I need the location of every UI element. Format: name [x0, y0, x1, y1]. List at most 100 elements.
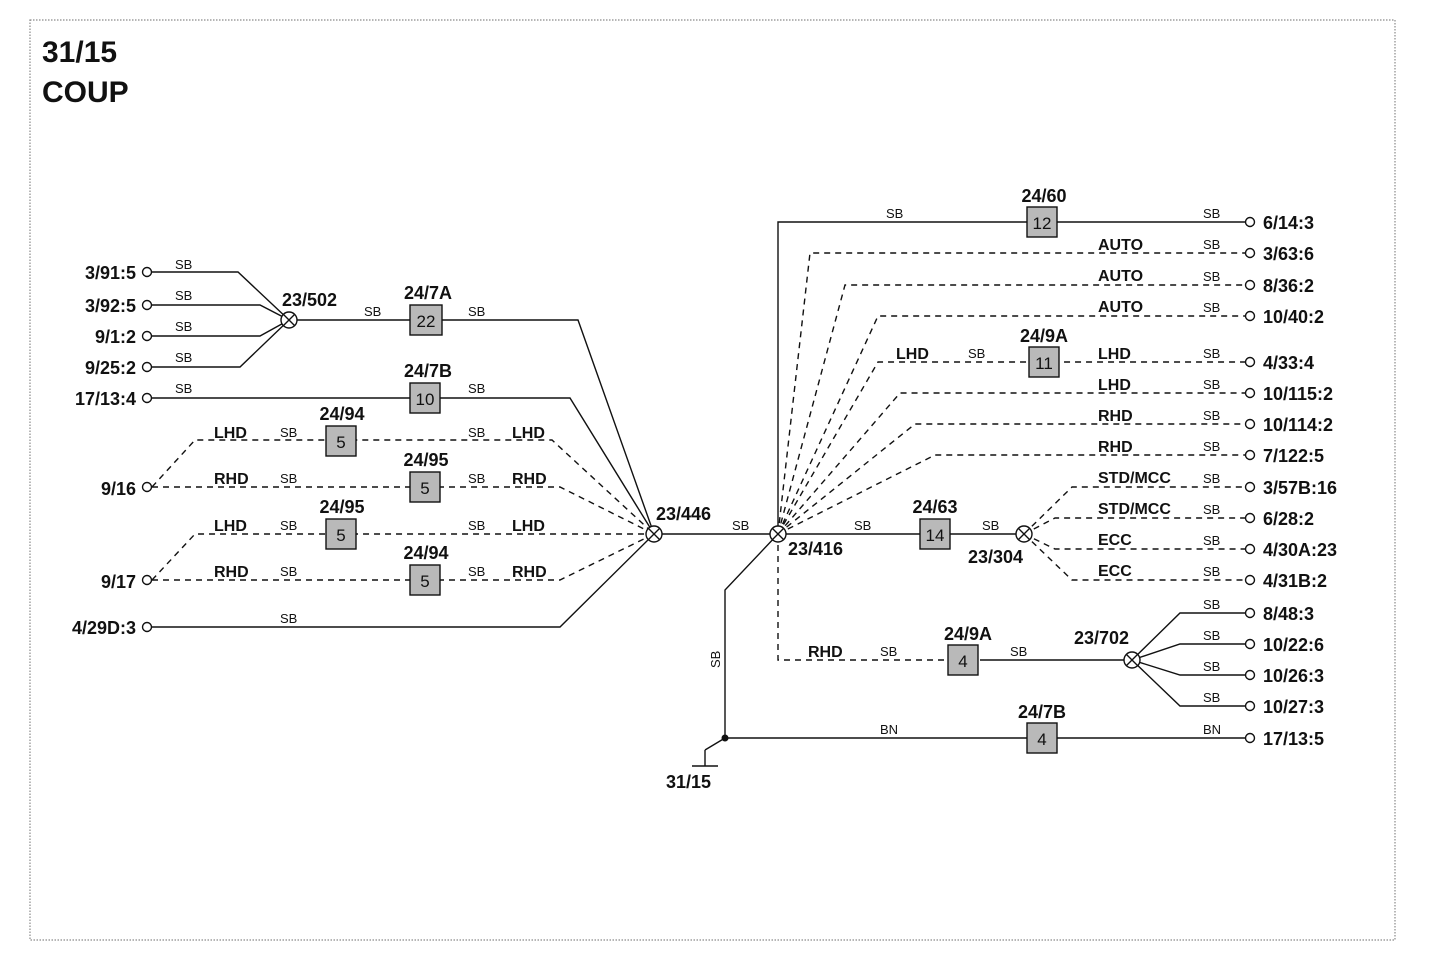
splice-23-416-label: 23/416	[788, 539, 843, 559]
wire-color-sb: SB	[468, 425, 485, 440]
wire-9-25-2	[152, 319, 290, 368]
wire-9-1-2	[152, 319, 290, 337]
wire-color-sb: SB	[1203, 346, 1220, 361]
terminal-6-28-2-label: 6/28:2	[1263, 509, 1314, 529]
splice-23-446: 23/446	[645, 504, 711, 543]
wire-color-bn: BN	[880, 722, 898, 737]
terminal-3-92-5-label: 3/92:5	[85, 296, 136, 316]
splice-23-446-label: 23/446	[656, 504, 711, 524]
wire-color-sb: SB	[175, 288, 192, 303]
tag-auto: AUTO	[1098, 237, 1143, 254]
fuse-24-94-rhd: 5 24/94	[403, 543, 449, 596]
tag-lhd: LHD	[214, 425, 247, 442]
wire-10-40-2	[777, 315, 1250, 535]
terminal-10-22-6-label: 10/22:6	[1263, 635, 1324, 655]
terminal-4-33-4-label: 4/33:4	[1263, 353, 1314, 373]
fuse-24-60: 12 24/60	[1021, 186, 1067, 238]
terminal-marker	[141, 330, 153, 342]
fuse-24-94-lhd-label: 24/94	[319, 404, 364, 424]
wire-color-sb: SB	[468, 518, 485, 533]
wire-10-115-2	[777, 392, 1250, 535]
wire-9-16-lhd	[151, 439, 655, 535]
wire-color-sb: SB	[468, 304, 485, 319]
tag-rhd: RHD	[512, 471, 547, 488]
wire-6-14-3	[777, 221, 1250, 534]
wire-8-36-2	[777, 284, 1250, 535]
wire-416-to-ground	[724, 533, 779, 738]
terminal-marker	[1244, 669, 1256, 681]
wire-9-16-rhd	[152, 486, 655, 535]
fuse-24-7b: 10 24/7B	[404, 361, 452, 414]
wire-color-sb: SB	[364, 304, 381, 319]
wire-color-sb: SB	[854, 518, 871, 533]
wire-color-sb: SB	[175, 350, 192, 365]
left-wires	[151, 271, 778, 628]
tag-rhd: RHD	[1098, 408, 1133, 425]
fuse-24-7b-label: 24/7B	[404, 361, 452, 381]
right-terminals: 6/14:3 3/63:6 8/36:2 10/40:2 4/33:4 10/1…	[1244, 213, 1337, 749]
wire-color-sb: SB	[1203, 597, 1220, 612]
fuse-24-7b-bn: 4 24/7B	[1018, 702, 1066, 754]
wire-color-sb: SB	[1203, 206, 1220, 221]
wire-color-sb: SB	[732, 518, 749, 533]
tag-lhd: LHD	[512, 518, 545, 535]
wire-4-31b-2	[1023, 533, 1250, 581]
terminal-marker	[1244, 216, 1256, 228]
tag-lhd: LHD	[1098, 377, 1131, 394]
terminal-marker	[141, 266, 153, 278]
fuse-24-60-rating: 12	[1033, 214, 1052, 233]
diagram-title-circuit: 31/15	[42, 36, 117, 69]
terminal-marker	[1244, 247, 1256, 259]
terminal-marker	[141, 481, 153, 493]
fuse-24-9a-lhd-label: 24/9A	[1020, 326, 1068, 346]
wire-502-to-446	[289, 319, 655, 535]
fuse-24-63-rating: 14	[926, 526, 945, 545]
wire-color-sb: SB	[175, 319, 192, 334]
wire-color-sb: SB	[1203, 408, 1220, 423]
wire-color-sb: SB	[175, 257, 192, 272]
terminal-marker	[1244, 310, 1256, 322]
fuse-24-9a-lhd-rating: 11	[1035, 354, 1053, 373]
right-wires	[692, 221, 1250, 767]
terminal-8-48-3-label: 8/48:3	[1263, 604, 1314, 624]
terminal-marker	[1244, 543, 1256, 555]
ground-symbol	[692, 737, 726, 767]
terminal-marker	[1244, 574, 1256, 586]
fuse-24-95-lhd: 5 24/95	[319, 497, 365, 550]
wire-color-sb: SB	[982, 518, 999, 533]
terminal-6-14-3-label: 6/14:3	[1263, 213, 1314, 233]
terminal-marker	[141, 392, 153, 404]
fuse-24-7a: 22 24/7A	[404, 283, 452, 336]
wire-color-bn: BN	[1203, 722, 1221, 737]
wire-color-sb: SB	[1203, 659, 1220, 674]
wire-color-sb: SB	[708, 651, 723, 668]
fuse-24-7b-bn-label: 24/7B	[1018, 702, 1066, 722]
wire-4-30a-23	[1023, 533, 1250, 550]
tag-ecc: ECC	[1098, 532, 1132, 549]
variant-tags: LHD LHD RHD RHD LHD LHD RHD RHD AUTO AUT…	[214, 237, 1171, 661]
tag-lhd: LHD	[512, 425, 545, 442]
terminal-17-13-4-label: 17/13:4	[75, 389, 136, 409]
wire-color-sb: SB	[468, 471, 485, 486]
left-terminals: 3/91:5 3/92:5 9/1:2 9/25:2 17/13:4 9/16 …	[72, 263, 153, 638]
terminal-marker	[141, 299, 153, 311]
splices: 23/502 23/446 23/416 23/304 23/702	[280, 290, 1141, 669]
wire-7-122-5	[777, 454, 1250, 535]
fuse-24-9a-lhd: 11 24/9A	[1020, 326, 1068, 378]
terminal-7-122-5-label: 7/122:5	[1263, 446, 1324, 466]
wire-9-17-lhd	[151, 533, 654, 581]
fuse-24-95-lhd-rating: 5	[336, 526, 345, 545]
terminal-3-91-5-label: 3/91:5	[85, 263, 136, 283]
wire-10-27-3	[1131, 659, 1250, 707]
terminal-4-30a-23-label: 4/30A:23	[1263, 540, 1337, 560]
fuse-24-7a-rating: 22	[417, 312, 436, 331]
terminal-9-16-label: 9/16	[101, 479, 136, 499]
terminal-marker	[1244, 638, 1256, 650]
wire-8-48-3	[1131, 612, 1250, 661]
wire-10-26-3	[1131, 659, 1250, 676]
terminal-3-57b-16-label: 3/57B:16	[1263, 478, 1337, 498]
terminal-8-36-2-label: 8/36:2	[1263, 276, 1314, 296]
wire-3-57b-16	[1023, 486, 1250, 535]
terminal-9-25-2-label: 9/25:2	[85, 358, 136, 378]
